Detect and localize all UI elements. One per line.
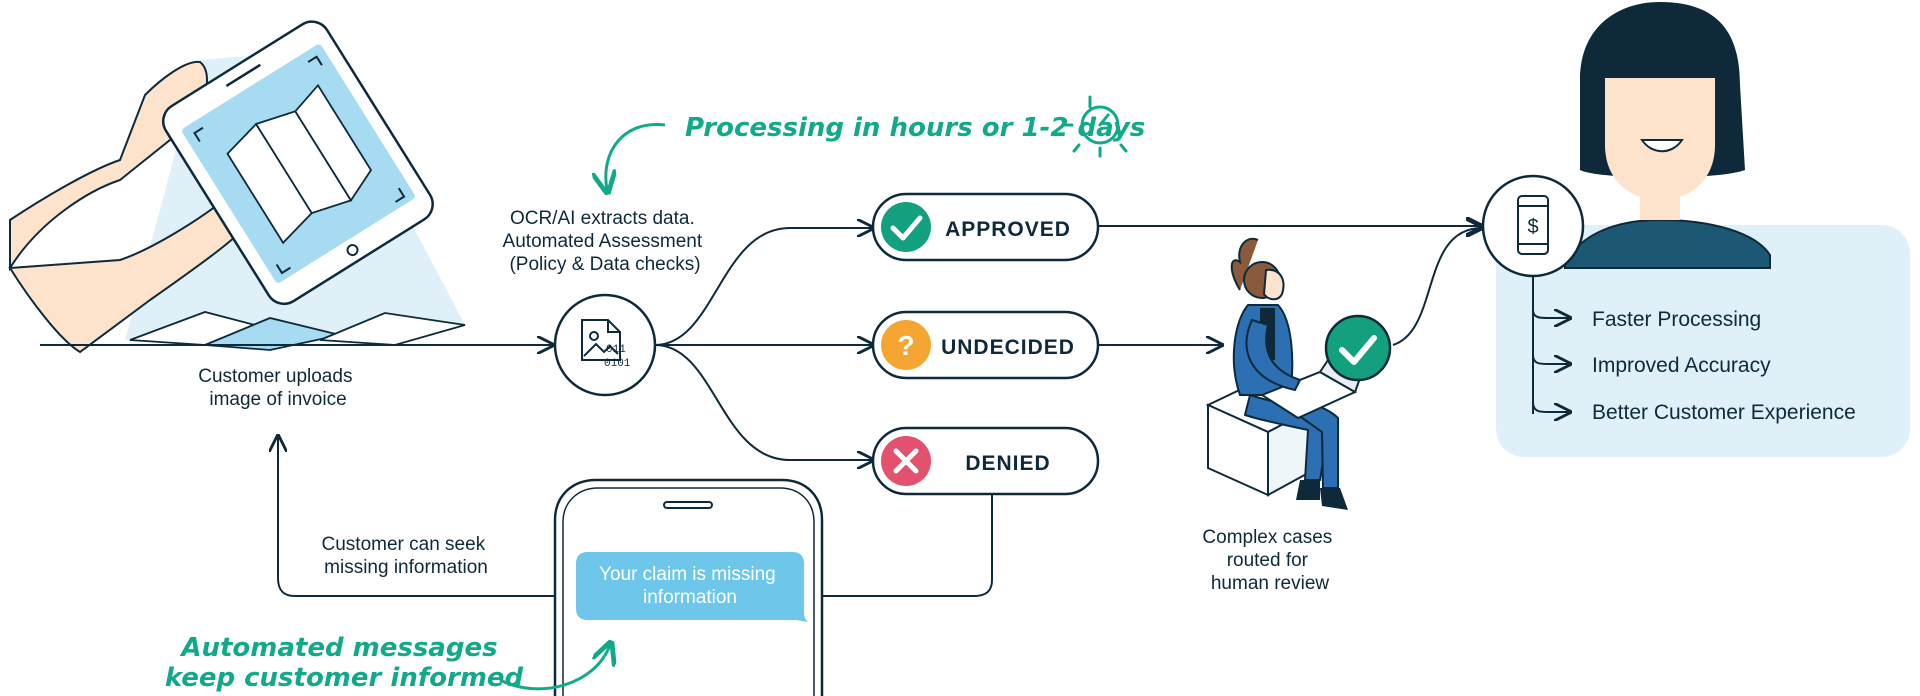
benefit-faster-processing: Faster Processing	[1592, 308, 1761, 331]
benefits-panel	[1496, 225, 1910, 457]
svg-text:0101: 0101	[604, 358, 631, 370]
phone-icon	[161, 20, 434, 306]
benefit-improved-accuracy: Improved Accuracy	[1592, 354, 1771, 377]
outcome-undecided: ? UNDECIDED	[871, 310, 1100, 380]
svg-text:APPROVED: APPROVED	[945, 218, 1071, 241]
review-to-customer-arrow	[1392, 228, 1482, 346]
denied-to-message-line	[822, 494, 993, 597]
close-icon	[893, 448, 919, 474]
benefit-tree-lines	[1532, 276, 1570, 414]
check-icon	[1339, 335, 1377, 365]
message-text: Your claim is missing information	[599, 564, 781, 608]
processing-note-arrow	[606, 122, 666, 190]
svg-text:$: $	[1527, 216, 1538, 238]
benefit-better-experience: Better Customer Experience	[1592, 401, 1856, 424]
mobile-dollar-icon: $	[1517, 195, 1549, 255]
ocr-node: 011 0101	[553, 293, 657, 397]
message-bubble	[576, 552, 808, 622]
upload-caption: Customer uploads image of invoice	[198, 366, 357, 410]
upload-illustration	[8, 20, 466, 354]
customer-mobile-node: $	[1481, 174, 1585, 278]
svg-text:011: 011	[606, 344, 626, 356]
svg-text:DENIED: DENIED	[965, 452, 1050, 475]
document-scan-icon: 011 0101	[581, 319, 631, 370]
question-icon: ?	[897, 330, 914, 361]
svg-text:UNDECIDED: UNDECIDED	[941, 336, 1075, 359]
human-reviewer-illustration	[1205, 237, 1374, 510]
ocr-description: OCR/AI extracts data. Automated Assessme…	[503, 208, 708, 275]
automated-note-arrow	[499, 645, 610, 691]
processing-note: Processing in hours or 1-2 days	[685, 113, 1145, 143]
feedback-caption: Customer can seek missing information	[322, 534, 491, 578]
message-phone: Your claim is missing information	[553, 478, 824, 696]
feedback-loop-arrow	[278, 436, 555, 597]
review-caption: Complex cases routed for human review	[1202, 527, 1337, 594]
outcome-approved: APPROVED	[871, 192, 1100, 262]
automated-note: Automated messages keep customer informe…	[165, 633, 524, 693]
customer-illustration	[1564, 2, 1771, 269]
branch-arrows	[654, 228, 873, 460]
review-check-badge	[1324, 314, 1392, 382]
check-icon	[890, 215, 923, 241]
outcome-denied: DENIED	[871, 426, 1100, 496]
stopwatch-icon	[1064, 95, 1128, 158]
